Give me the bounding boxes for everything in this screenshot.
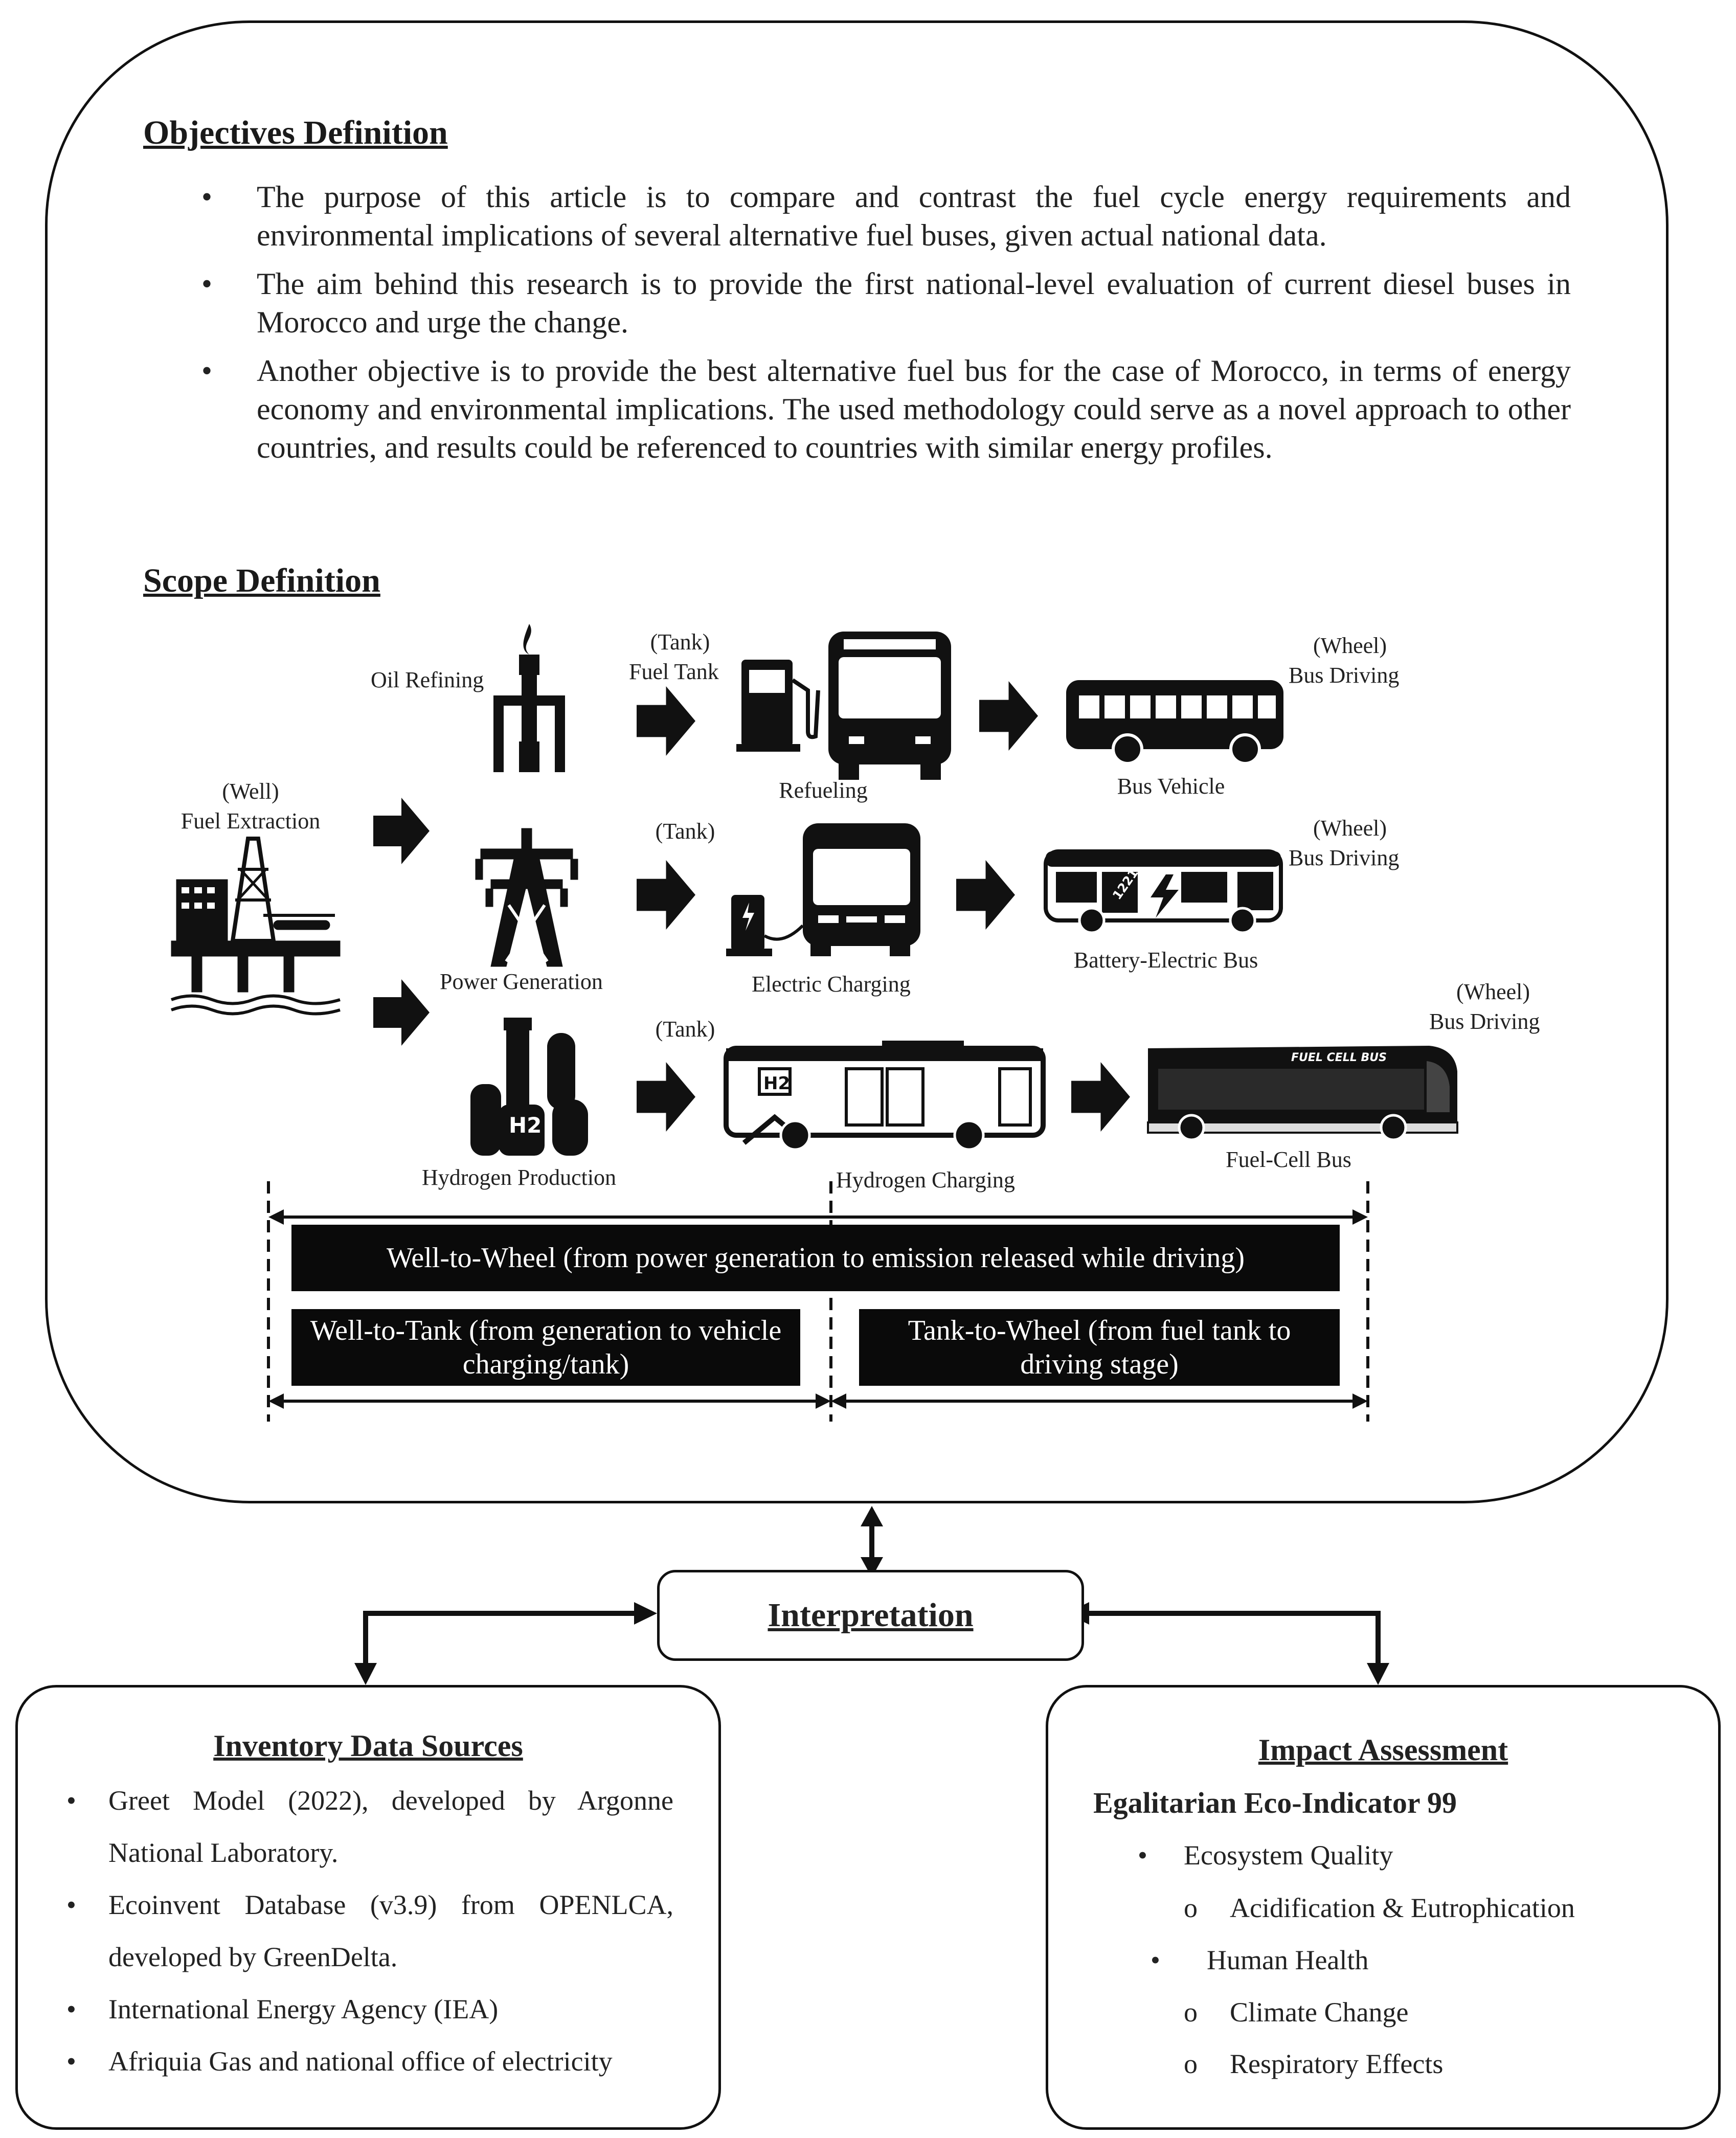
sub-bullet: o [1184,1997,1198,2028]
arrow-right-icon [1071,1062,1130,1132]
fuel-cell-bus-label: Fuel-Cell Bus [1226,1147,1351,1172]
electric-bus-icon: 1221 [1044,849,1283,934]
arrow-right-icon [637,686,695,756]
h2-glyph: H2 [509,1113,542,1138]
electric-charging-label: Electric Charging [752,972,911,997]
bus-driving-label: Bus Driving [1289,663,1400,688]
objective-item: The aim behind this research is to provi… [201,265,1571,342]
power-tower-icon [475,828,578,967]
fuel-cell-bus-icon: FUEL CELL BUS [1147,1046,1458,1141]
inventory-item: Afriquia Gas and national office of elec… [66,2035,673,2087]
wheel-tag: (Wheel) [1456,979,1530,1004]
power-generation-label: Power Generation [440,969,603,994]
bullet-icon: • [1138,1840,1147,1871]
inventory-heading: Inventory Data Sources [213,1729,523,1763]
tank-tag: (Tank) [655,819,715,844]
impact-heading: Impact Assessment [1258,1733,1508,1767]
well-to-wheel-panel: Well-to-Wheel (from power generation to … [291,1225,1340,1291]
refueling-label: Refueling [779,778,868,803]
fuel-cell-bus-text: FUEL CELL BUS [1291,1051,1387,1064]
sub-bullet: o [1184,1893,1198,1923]
inventory-item: Greet Model (2022), developed by Argonne… [66,1774,673,1879]
interpretation-label: Interpretation [768,1596,974,1634]
arrow-right-icon [373,798,430,864]
bus-driving-label: Bus Driving [1429,1009,1540,1034]
tank-tag: (Tank) [655,1017,715,1042]
arrow-right-icon [979,681,1038,751]
wheel-tag: (Wheel) [1313,633,1387,658]
ev-charger-icon [726,823,920,956]
tank-to-wheel-panel: Tank-to-Wheel (from fuel tank to driving… [859,1309,1340,1386]
impact-method: Egalitarian Eco-Indicator 99 [1093,1786,1457,1819]
oil-derrick-icon [170,837,341,1016]
inventory-item: Ecoinvent Database (v3.9) from OPENLCA, … [66,1879,673,1983]
inventory-item: International Energy Agency (IEA) [66,1983,673,2035]
objectives-heading: Objectives Definition [143,114,448,151]
objective-item: The purpose of this article is to compar… [201,178,1571,255]
battery-electric-bus-label: Battery-Electric Bus [1073,948,1258,973]
bus-side-icon [1066,680,1283,765]
inventory-list: Greet Model (2022), developed by Argonne… [66,1774,673,2087]
fuel-tank-label: Fuel Tank [629,659,719,684]
arrow-right-icon [373,979,430,1046]
impact-box [1046,1685,1721,2130]
sub-bullet: o [1184,2049,1198,2079]
fuel-extraction-label: Fuel Extraction [181,808,321,834]
scope-heading: Scope Definition [143,562,380,599]
main-panel [45,20,1669,1503]
bullet-icon: • [1151,1945,1160,1975]
fuel-pump-icon [736,660,820,752]
tank-tag: (Tank) [650,629,710,655]
well-to-tank-panel: Well-to-Tank (from generation to vehicle… [291,1309,800,1386]
climate-change-item: Climate Change [1230,1997,1409,2028]
bus-vehicle-label: Bus Vehicle [1117,774,1225,799]
wheel-tag: (Wheel) [1313,816,1387,841]
ecosystem-quality: Ecosystem Quality [1184,1840,1393,1871]
interpretation-box: Interpretation [657,1570,1084,1661]
arrow-right-icon [956,860,1015,930]
oil-refining-label: Oil Refining [371,667,484,692]
arrow-right-icon [637,860,695,930]
objectives-list: The purpose of this article is to compar… [201,178,1571,477]
arrow-right-icon [637,1062,695,1132]
hydrogen-production-label: Hydrogen Production [422,1165,617,1190]
scope-bracket [267,1181,1369,1422]
hydrogen-charging-label: Hydrogen Charging [836,1167,1015,1192]
hydrogen-plant-icon: H2 [470,1018,588,1156]
hydrogen-bus-icon: H2 [724,1041,1046,1151]
oil-refinery-icon [493,624,565,772]
well-tag: (Well) [222,779,279,804]
acidification-item: Acidification & Eutrophication [1230,1893,1575,1923]
bus-driving-label: Bus Driving [1289,845,1400,870]
objective-item: Another objective is to provide the best… [201,352,1571,467]
respiratory-item: Respiratory Effects [1230,2049,1444,2079]
bus-front-icon [828,632,951,780]
human-health: Human Health [1207,1945,1369,1975]
h2-sign: H2 [763,1073,790,1094]
